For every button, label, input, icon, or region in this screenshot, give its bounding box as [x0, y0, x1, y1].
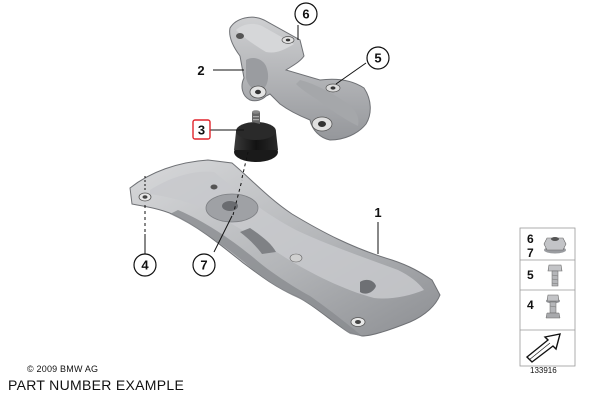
callout-7: 7 — [192, 253, 216, 277]
leader-lines — [144, 25, 379, 254]
mount-bracket-part — [229, 16, 371, 141]
callout-5: 5 — [366, 46, 390, 70]
callout-4: 4 — [133, 253, 157, 277]
callout-4-label: 4 — [141, 258, 149, 273]
legend-label-6: 6 — [527, 232, 534, 246]
hex-bolt-icon — [547, 264, 563, 287]
flange-nut-icon — [543, 237, 567, 254]
callout-3: 3 — [192, 119, 211, 140]
callout-2: 2 — [197, 63, 204, 78]
crossmember-part — [129, 159, 441, 337]
fastener-legend: 6 7 5 4 — [519, 227, 576, 367]
callout-3-label: 3 — [198, 123, 205, 138]
flange-bolt-icon — [545, 294, 561, 319]
callout-2-label: 2 — [197, 63, 204, 78]
legend-label-5: 5 — [527, 268, 534, 282]
image-number: 133916 — [530, 366, 557, 375]
callout-6: 6 — [294, 2, 318, 26]
callout-6-label: 6 — [302, 7, 309, 22]
callout-7-label: 7 — [200, 258, 207, 273]
rubber-mount-part — [234, 110, 278, 162]
callout-1-label: 1 — [374, 205, 381, 220]
legend-label-4: 4 — [527, 298, 534, 312]
arrow-icon — [525, 333, 561, 363]
callout-5-label: 5 — [374, 51, 381, 66]
copyright-notice: © 2009 BMW AG — [27, 364, 99, 374]
legend-label-7: 7 — [527, 246, 534, 260]
callout-1: 1 — [374, 205, 381, 220]
page-caption: PART NUMBER EXAMPLE — [8, 377, 185, 393]
